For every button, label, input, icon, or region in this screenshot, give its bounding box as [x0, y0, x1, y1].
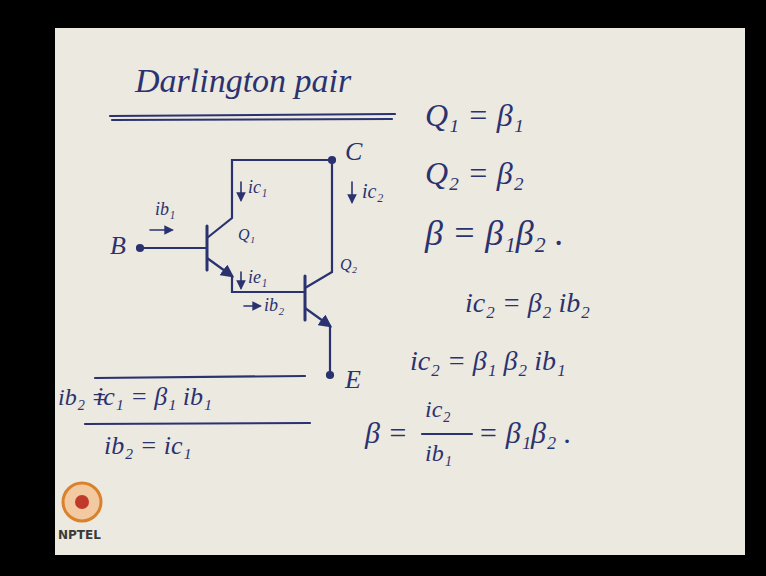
- current-label: ib₂: [264, 296, 284, 316]
- underline: [85, 423, 310, 424]
- current-arrow: [351, 182, 353, 202]
- wire: [207, 160, 332, 238]
- transistor-label: Q₂: [340, 256, 357, 274]
- terminal-dot: [327, 372, 333, 378]
- equation: ib₁: [425, 440, 452, 466]
- logo-core: [75, 495, 89, 509]
- equation: ib₂ = ic₁: [104, 432, 192, 461]
- equation: β =: [365, 416, 408, 449]
- fraction-bar: [422, 433, 472, 435]
- current-label: ic₂: [362, 180, 383, 202]
- current-arrow: [240, 272, 242, 288]
- emitter-arrow: [207, 258, 232, 276]
- wire: [331, 160, 333, 272]
- equation: = β₁β₂ .: [478, 416, 572, 449]
- equation: Q₁ = β₁: [425, 98, 524, 133]
- title-underline: [110, 114, 395, 116]
- terminal-label: C: [345, 138, 362, 167]
- transistor-base-bar: [304, 276, 307, 320]
- logo-text: NPTEL: [58, 529, 101, 542]
- current-label: ie₁: [248, 268, 267, 288]
- equation: ic₁ = β₁ ib₁: [96, 383, 212, 412]
- wire: [140, 247, 207, 249]
- wire: [329, 326, 331, 375]
- ink: [85, 114, 472, 434]
- terminal-label: B: [110, 232, 126, 261]
- equation: β = β₁β₂ .: [425, 214, 564, 254]
- equation: Q₂ = β₂: [425, 156, 524, 191]
- diagram-title: Darlington pair: [135, 62, 351, 99]
- title-underline: [112, 119, 392, 120]
- transistor-base-bar: [206, 226, 209, 270]
- overline: [95, 376, 305, 378]
- terminal-label: E: [345, 366, 361, 395]
- emitter-arrow: [305, 308, 330, 326]
- nptel-logo: [63, 483, 101, 521]
- current-label: ib₁: [155, 200, 175, 220]
- wire: [232, 276, 305, 292]
- current-arrow: [244, 305, 260, 307]
- equation: ic₂: [425, 396, 451, 422]
- logo-ring: [63, 483, 101, 521]
- wire: [305, 272, 332, 288]
- current-arrow: [240, 182, 242, 200]
- transistor-label: Q₁: [238, 226, 255, 244]
- equation: ic₂ = β₂ ib₂: [465, 288, 590, 319]
- paper: [55, 28, 745, 555]
- equation: ic₂ = β₁ β₂ ib₁: [410, 346, 566, 377]
- current-arrow: [150, 229, 172, 231]
- current-label: ic₁: [248, 178, 267, 198]
